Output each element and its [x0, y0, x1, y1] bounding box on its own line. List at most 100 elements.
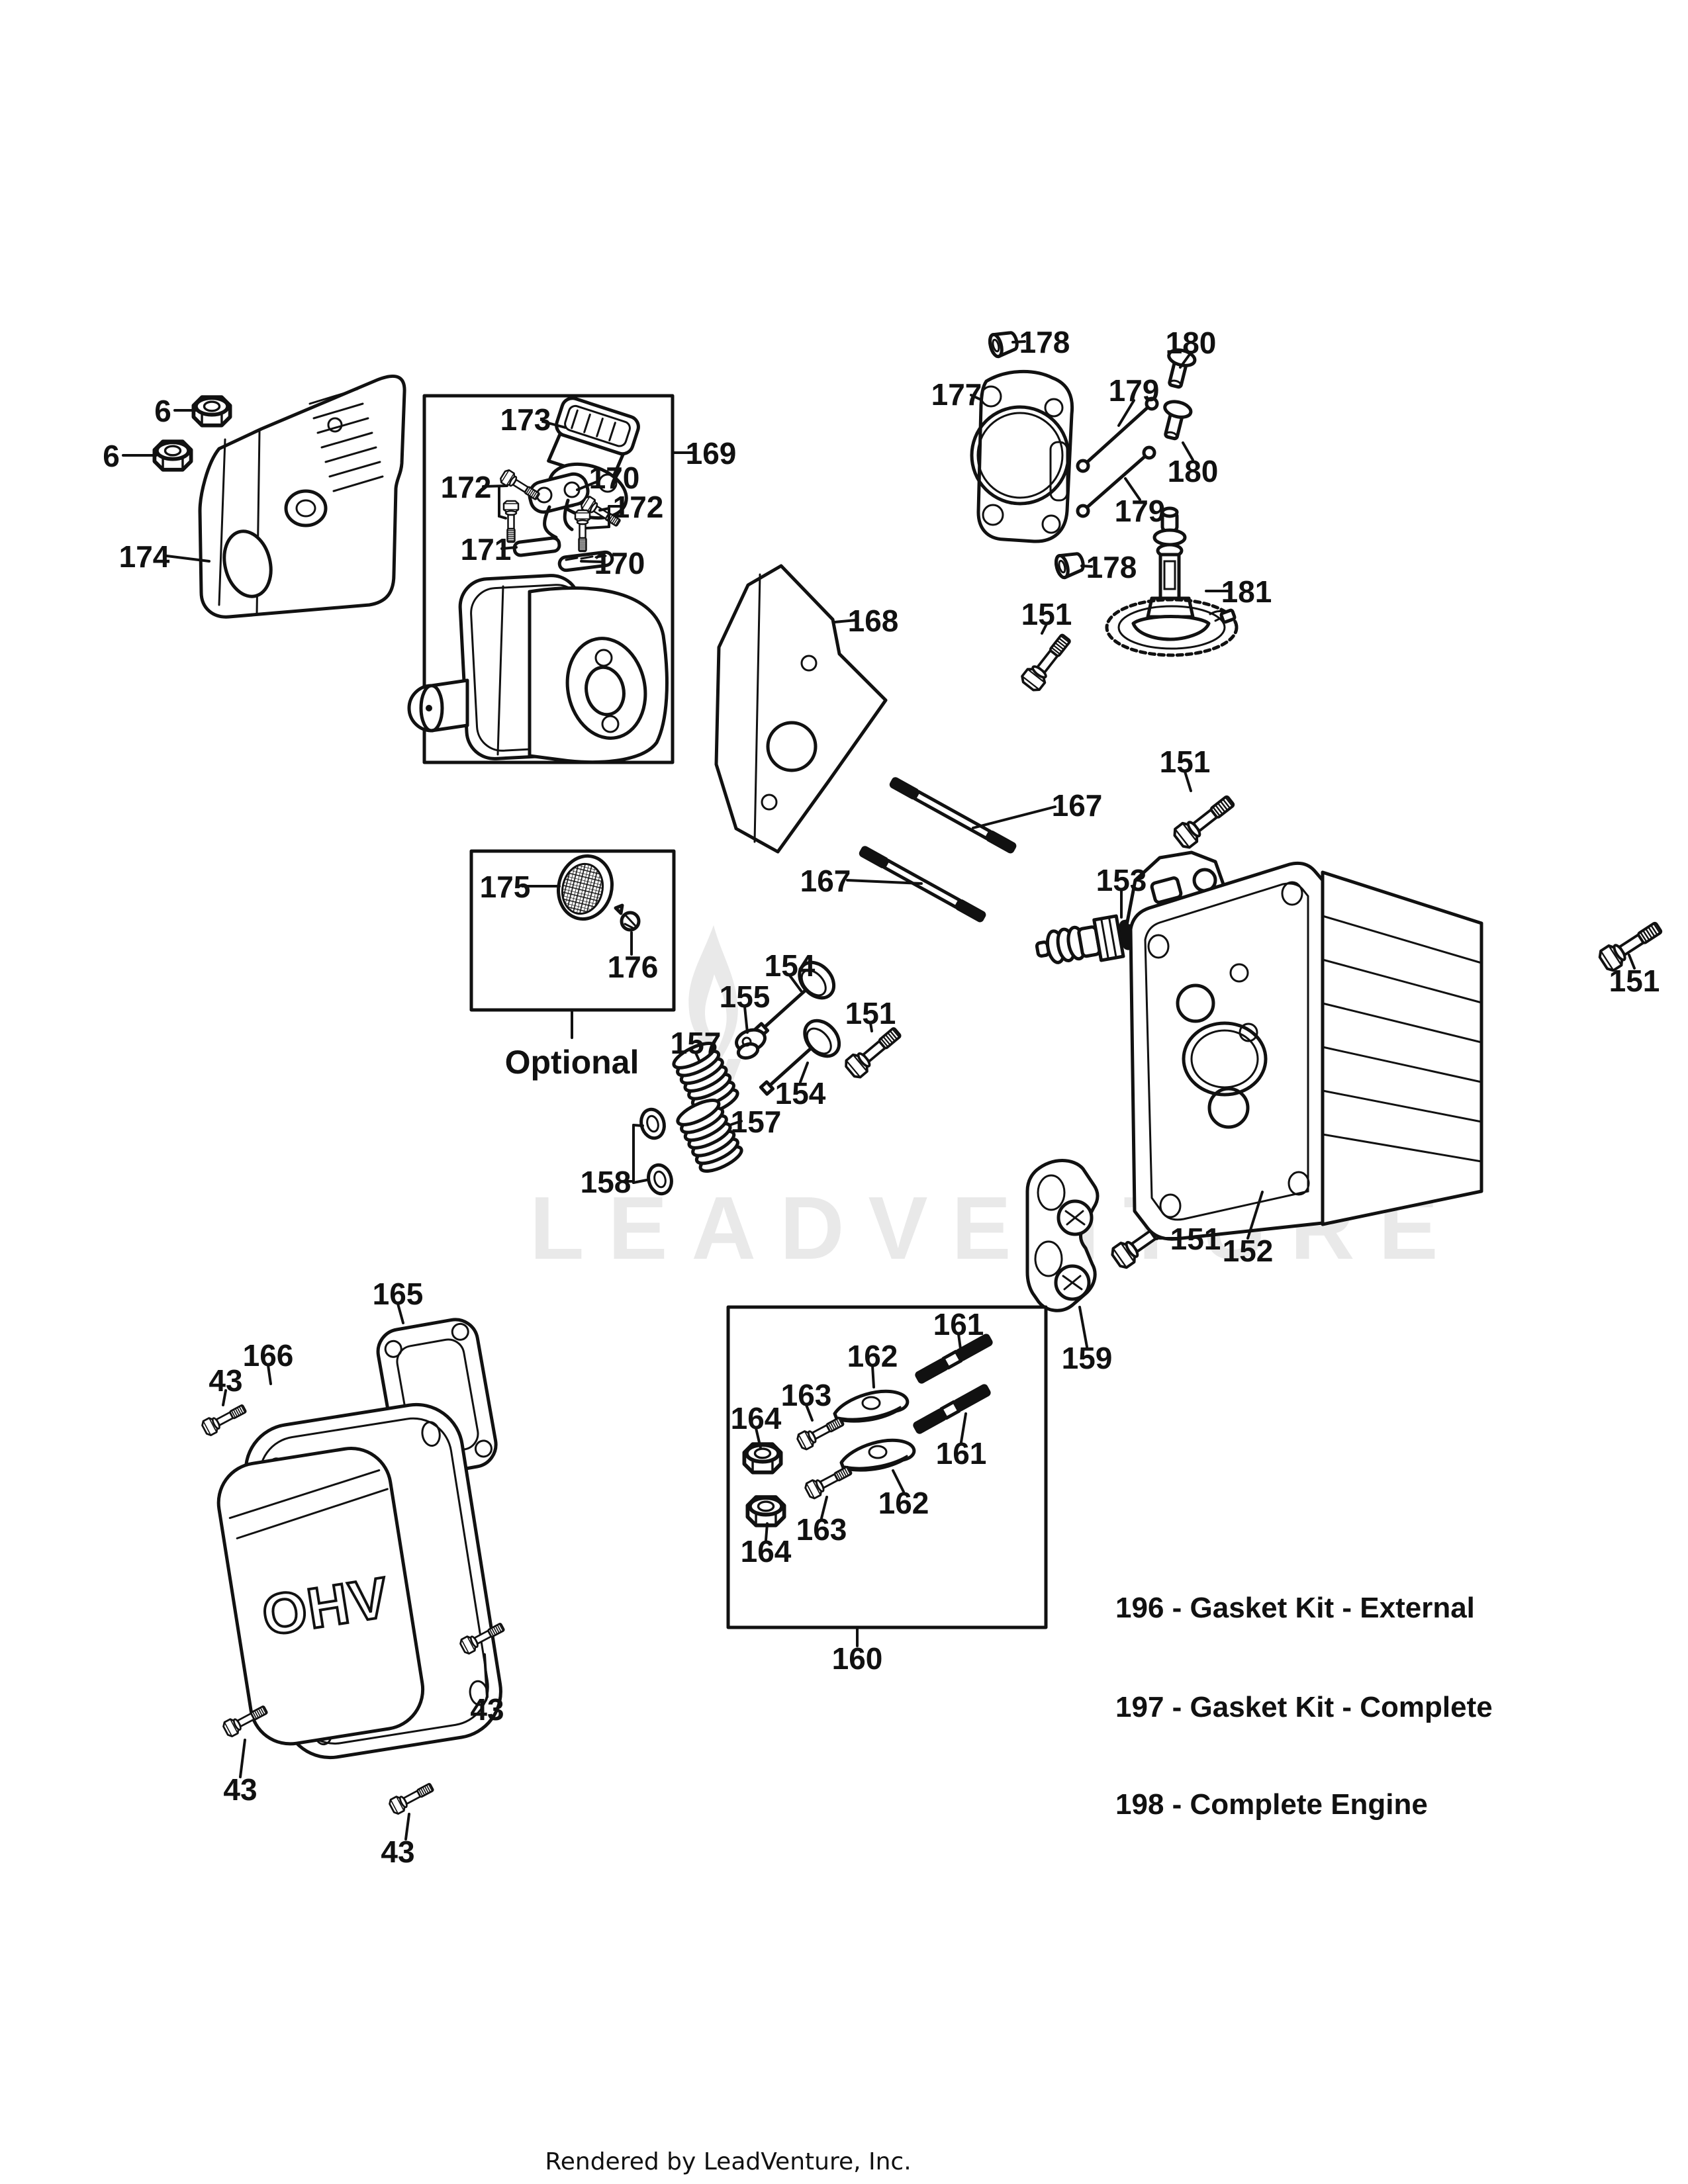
callout-leader-163	[805, 1404, 814, 1422]
callout-161: 161	[936, 1436, 987, 1471]
head-stud-part	[888, 776, 1018, 854]
callout-178: 178	[1086, 550, 1137, 584]
callout-leader-165	[397, 1302, 404, 1324]
callout-160: 160	[832, 1641, 883, 1676]
callout-leader-159	[1078, 1306, 1088, 1348]
callout-177: 177	[931, 377, 982, 412]
callout-161: 161	[933, 1307, 984, 1342]
callout-180: 180	[1166, 326, 1217, 360]
dowel-pin-part	[1054, 550, 1085, 578]
camshaft-part	[1105, 506, 1239, 657]
callout-164: 164	[741, 1534, 792, 1569]
callout-173: 173	[500, 402, 551, 437]
muffler-assembly-box	[422, 394, 675, 764]
callout-169: 169	[686, 436, 737, 471]
callout-leader-167	[972, 805, 1056, 829]
callout-leader-172	[585, 525, 610, 529]
callout-151: 151	[1170, 1222, 1221, 1256]
callout-leader-163	[820, 1496, 828, 1520]
callout-leader-164	[765, 1522, 769, 1541]
callout-leader-151	[1041, 623, 1048, 635]
callout-6: 6	[103, 439, 120, 473]
callout-leader-180	[1182, 441, 1194, 461]
callout-158: 158	[581, 1165, 632, 1199]
callout-leader-161	[960, 1412, 967, 1443]
callout-leader-151	[1628, 954, 1636, 970]
callout-164: 164	[731, 1401, 782, 1435]
valve-lifter-part	[1158, 399, 1192, 441]
callout-153: 153	[1096, 863, 1147, 897]
callout-leader-172	[598, 507, 610, 512]
callout-leader-170	[576, 480, 600, 491]
callout-151: 151	[845, 996, 896, 1030]
rocker-nut-part	[747, 1497, 784, 1525]
callout-151: 151	[1609, 964, 1660, 998]
head-bolt-part	[1018, 629, 1076, 694]
callout-leader-152	[1246, 1191, 1264, 1240]
callout-163: 163	[781, 1378, 832, 1412]
callout-172: 172	[441, 470, 492, 504]
callout-leader-177	[970, 394, 982, 401]
flange-nut-part	[193, 397, 230, 426]
callout-leader-172	[498, 515, 507, 520]
callout-166: 166	[243, 1338, 294, 1373]
rocker-nut-part	[744, 1444, 780, 1473]
callout-165: 165	[373, 1277, 424, 1311]
callout-154: 154	[775, 1076, 826, 1111]
rocker-arm-part	[841, 1440, 914, 1470]
rocker-bolt-part	[794, 1412, 847, 1452]
callout-152: 152	[1223, 1234, 1274, 1268]
rocker-arm-part	[835, 1391, 908, 1421]
screen-screw-part	[614, 903, 641, 932]
callout-leader-154	[799, 1062, 809, 1083]
optional-label: Optional	[505, 1044, 639, 1081]
callout-175: 175	[480, 870, 531, 904]
head-gasket-part	[970, 369, 1074, 543]
callout-176: 176	[608, 950, 659, 984]
callout-leader-155	[743, 1005, 749, 1034]
callout-170: 170	[589, 461, 640, 495]
callout-leader-178	[1011, 340, 1026, 343]
callout-43: 43	[209, 1363, 242, 1398]
screen-part	[556, 854, 614, 921]
callout-162: 162	[847, 1339, 898, 1373]
callout-179: 179	[1115, 494, 1166, 528]
callout-155: 155	[720, 979, 771, 1014]
head-plate-part	[1025, 1159, 1100, 1312]
callout-leader-178	[1080, 565, 1093, 568]
push-rod-part	[1076, 445, 1156, 518]
valve-cover-part: OHV	[216, 1402, 502, 1760]
callout-leader-179	[1124, 477, 1141, 501]
callout-leader-157	[694, 1052, 701, 1063]
callout-178: 178	[1019, 325, 1070, 359]
callout-157: 157	[731, 1105, 782, 1139]
manifold-bolt-part	[574, 509, 591, 553]
callout-43: 43	[223, 1772, 257, 1807]
callout-leader-164	[755, 1427, 762, 1449]
kit-list: 196 - Gasket Kit - External 197 - Gasket…	[1115, 1592, 1493, 1821]
callout-168: 168	[848, 604, 899, 638]
callout-leader-158	[632, 1124, 644, 1127]
callout-leader-168	[833, 619, 857, 623]
callout-leader-180	[1179, 351, 1192, 369]
callout-172: 172	[613, 490, 664, 524]
head-bolt-part	[841, 1022, 906, 1081]
callout-leader-174	[165, 555, 211, 563]
muffler-part	[407, 574, 669, 764]
kit-item-197: 197 - Gasket Kit - Complete	[1115, 1691, 1493, 1723]
callout-171: 171	[461, 532, 512, 567]
callout-163: 163	[796, 1512, 847, 1547]
flange-nut-part	[154, 441, 191, 470]
callout-6: 6	[154, 394, 171, 428]
cover-bolt-part	[199, 1400, 250, 1438]
callout-leader-151	[869, 1022, 873, 1032]
kit-item-196: 196 - Gasket Kit - External	[1115, 1592, 1475, 1624]
callout-leader-157	[730, 1120, 743, 1126]
muffler-gasket-part	[512, 536, 561, 557]
push-rod-part	[1076, 396, 1159, 473]
callout-167: 167	[800, 864, 851, 898]
cylinder-head-part	[1125, 850, 1483, 1241]
